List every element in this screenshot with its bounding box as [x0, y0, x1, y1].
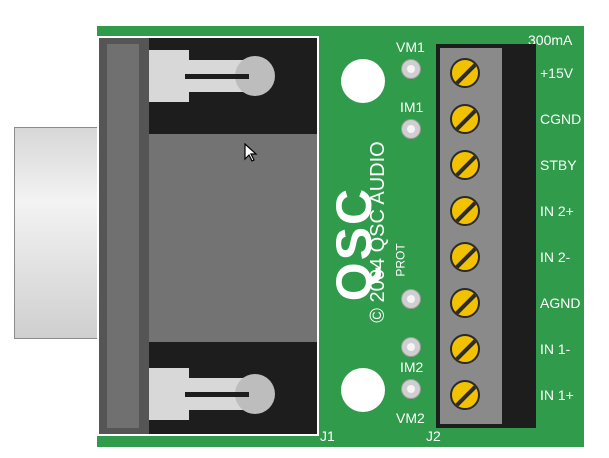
terminal-label: +15V — [540, 65, 574, 81]
screw-terminal-icon — [450, 288, 480, 318]
j2-label: J2 — [426, 428, 441, 444]
j1-connector — [97, 36, 319, 436]
screw-terminal-icon — [450, 150, 480, 180]
terminal-label: IN 2+ — [540, 203, 574, 219]
connector-shell — [14, 127, 98, 339]
current-rating-label: 300mA — [528, 32, 573, 48]
terminal-label: IN 2- — [540, 249, 571, 265]
screw-terminal-icon — [450, 334, 480, 364]
prot-test-point — [401, 289, 421, 309]
vm1-test-point — [401, 59, 421, 79]
terminal-label: CGND — [540, 111, 582, 127]
copyright-text: © 2004 QSC AUDIO — [367, 141, 389, 323]
vm2-label: VM2 — [396, 410, 425, 426]
connector-pin-top — [149, 50, 275, 102]
vm1-label: VM1 — [396, 39, 425, 55]
mounting-hole-top — [341, 59, 385, 103]
mouse-pointer-icon — [244, 143, 258, 162]
im1-label: IM1 — [400, 99, 424, 115]
screw-terminal-icon — [450, 104, 480, 134]
im2-test-point — [401, 337, 421, 357]
screw-terminal-icon — [450, 380, 480, 410]
terminal-label: STBY — [540, 157, 577, 173]
mounting-hole-bottom — [341, 368, 385, 412]
connector-body — [149, 134, 317, 342]
screw-terminal-icon — [450, 196, 480, 226]
im2-label: IM2 — [400, 359, 424, 375]
terminal-label: IN 1- — [540, 341, 571, 357]
connector-flange-face — [107, 44, 139, 428]
terminal-label: AGND — [540, 295, 581, 311]
connector-pin-bottom — [149, 368, 275, 420]
im1-test-point — [401, 119, 421, 139]
j2-terminal-block — [436, 44, 536, 428]
screw-terminal-icon — [450, 58, 480, 88]
prot-label: PROT — [393, 243, 408, 277]
vm2-test-point — [401, 379, 421, 399]
terminal-label: IN 1+ — [540, 387, 574, 403]
j1-label: J1 — [320, 428, 335, 444]
screw-terminal-icon — [450, 242, 480, 272]
